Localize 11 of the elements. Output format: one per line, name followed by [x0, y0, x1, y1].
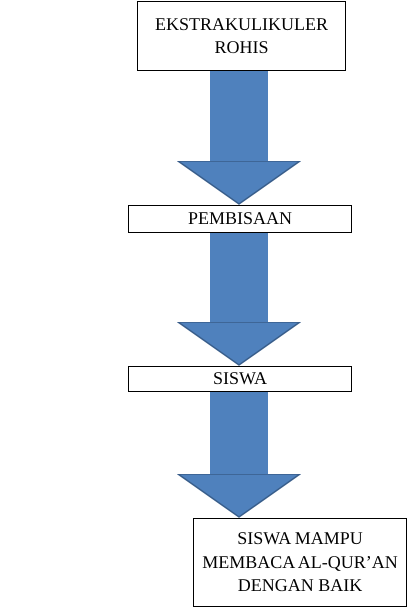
- process-box: [128, 205, 352, 233]
- process-box: [137, 1, 346, 71]
- block-arrow: [177, 392, 301, 518]
- box-text: PEMBISAAN: [188, 207, 292, 230]
- box-text: SISWA: [212, 367, 267, 390]
- process-box: [128, 366, 352, 392]
- block-arrow: [177, 71, 301, 205]
- box-text: SISWA MAMPU MEMBACA AL-QUR’AN DENGAN BAIK: [201, 527, 399, 598]
- process-box: [193, 518, 407, 607]
- block-arrow: [177, 233, 301, 366]
- box-text: EKSTRAKULIKULER ROHIS: [154, 12, 329, 59]
